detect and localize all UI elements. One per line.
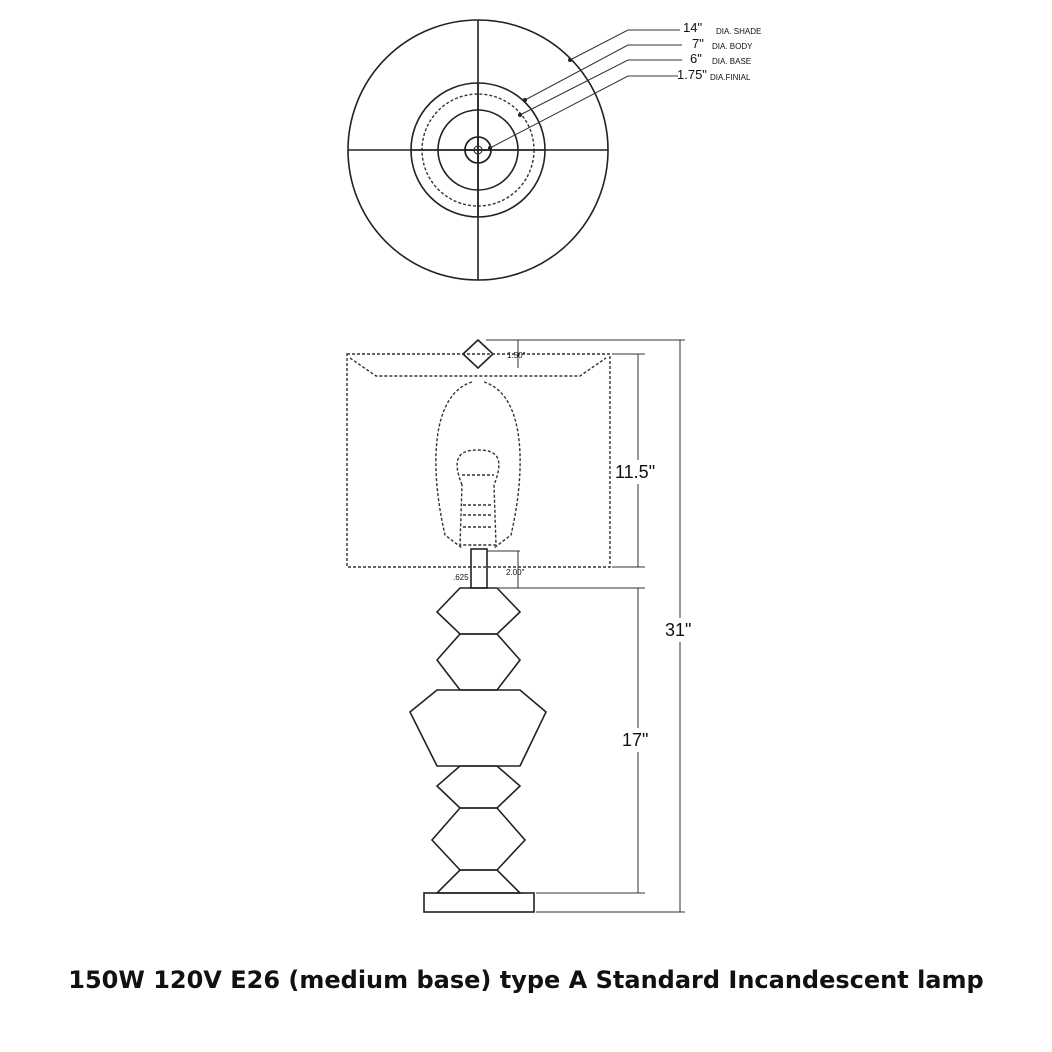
side-view: 1.50" .625 2.00" 11.5" 31" 17" (346, 338, 702, 913)
lamp-body (408, 587, 547, 913)
neck-height-dimension: 2.00" (506, 568, 525, 577)
lamp-base (423, 892, 535, 913)
label-desc-finial: DIA.FINIAL (710, 73, 751, 82)
label-size-base: 6" (690, 51, 702, 66)
caption: 150W 120V E26 (medium base) type A Stand… (68, 966, 984, 994)
top-view: 14" DIA. SHADE 7" DIA. BODY 6" DIA. BASE… (347, 19, 761, 281)
harp (435, 381, 473, 549)
label-desc-body: DIA. BODY (712, 42, 753, 51)
finial (461, 338, 495, 370)
neck-width-dimension: .625 (453, 573, 469, 582)
finial-dimension: 1.50" (507, 351, 526, 360)
body-height-label: 17" (622, 730, 648, 750)
dimension-lines (486, 339, 685, 913)
label-size-body: 7" (692, 36, 704, 51)
shade-outline (346, 353, 611, 568)
total-height-label: 31" (665, 620, 691, 640)
label-size-shade: 14" (683, 20, 702, 35)
label-desc-base: DIA. BASE (712, 57, 751, 66)
shade-height-label: 11.5" (615, 462, 655, 482)
label-size-finial: 1.75" (677, 67, 707, 82)
label-desc-shade: DIA. SHADE (716, 27, 761, 36)
bulb (456, 449, 500, 546)
neck (470, 548, 488, 589)
